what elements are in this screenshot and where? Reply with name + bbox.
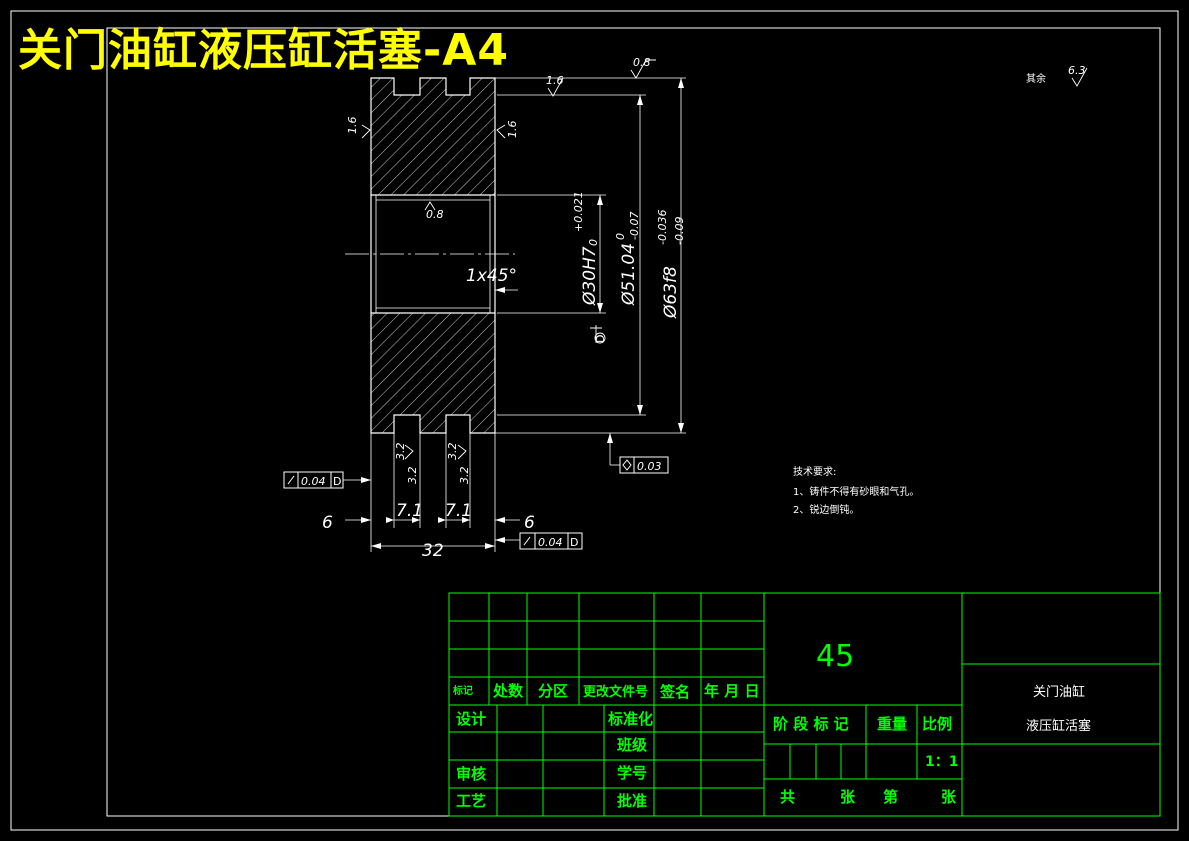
dim-outer-dia: Ø63f8 bbox=[661, 266, 681, 319]
tol-right: 0.04 bbox=[538, 536, 563, 549]
sheet-no-label: 第 bbox=[883, 788, 898, 806]
rev-header-mark: 标记 bbox=[452, 684, 473, 697]
material: 45 bbox=[816, 639, 854, 674]
dim-outer-upper: -0.036 bbox=[656, 210, 669, 245]
tech-heading: 技术要求: bbox=[793, 465, 836, 478]
roughness-groove-left-b: 3.2 bbox=[406, 467, 419, 485]
tol-right-datum: D bbox=[570, 536, 578, 549]
title-block-grid bbox=[448, 592, 1161, 817]
roughness-right-face: 1.6 bbox=[506, 121, 519, 139]
drawing-title: 关门油缸液压缸活塞-A4 bbox=[18, 25, 509, 76]
dim-groove2: 7.1 bbox=[445, 501, 472, 521]
title-block-text: 45 关门油缸 液压缸活塞 标记 处数 分区 更改文件号 签名 年 月 日 设计… bbox=[452, 639, 1091, 810]
class-label: 班级 bbox=[617, 736, 648, 754]
weight-label: 重量 bbox=[877, 715, 907, 733]
roughness-bore: 0.8 bbox=[426, 208, 444, 221]
arrowheads bbox=[361, 78, 684, 549]
review-label: 审核 bbox=[456, 765, 486, 783]
dim-width: 32 bbox=[422, 541, 444, 561]
roughness-groove-left-a: 3.2 bbox=[394, 443, 407, 461]
roughness-general-value: 6.3 bbox=[1068, 64, 1086, 77]
dim-groove-dia: Ø51.04 bbox=[619, 243, 639, 306]
scale-value: 1：1 bbox=[925, 754, 958, 770]
dim-groove-dia-upper: 0 bbox=[614, 233, 627, 240]
datum-label: D bbox=[594, 335, 607, 343]
tolerance-frames bbox=[283, 456, 669, 550]
design-label: 设计 bbox=[456, 710, 486, 728]
roughness-left-face: 1.6 bbox=[346, 117, 359, 135]
dim-bore: Ø30H7 bbox=[580, 246, 600, 306]
approve-label: 批准 bbox=[617, 792, 647, 810]
sheets-total-label: 共 bbox=[780, 788, 795, 806]
rev-header-date: 年 月 日 bbox=[704, 682, 759, 700]
dim-bore-lower: 0 bbox=[587, 239, 600, 246]
dim-groove1: 7.1 bbox=[396, 501, 423, 521]
roughness-top-face: 1.6 bbox=[546, 74, 564, 87]
dim-chamfer: 1x45° bbox=[466, 266, 517, 286]
student-id-label: 学号 bbox=[617, 764, 647, 782]
drawing-text: 0.8 其余 6.3 1.6 1.6 1.6 0.8 3.2 3.2 3.2 3… bbox=[301, 56, 1086, 561]
dimension-lines bbox=[343, 77, 686, 552]
part-name-1: 关门油缸 bbox=[1033, 684, 1085, 700]
outer-border bbox=[10, 10, 1179, 831]
roughness-top: 0.8 bbox=[633, 56, 651, 69]
tech-line-2: 2、锐边倒钝。 bbox=[793, 503, 859, 516]
roughness-groove-right-b: 3.2 bbox=[458, 467, 471, 485]
tol-left: 0.04 bbox=[301, 475, 326, 488]
piston-section bbox=[345, 77, 515, 434]
tech-line-1: 1、铸件不得有砂眼和气孔。 bbox=[793, 485, 919, 498]
rev-header-count: 处数 bbox=[492, 682, 524, 700]
dim-right-edge: 6 bbox=[524, 513, 535, 533]
sheets-unit-2: 张 bbox=[941, 788, 957, 806]
tol-cylindricity: 0.03 bbox=[637, 460, 662, 473]
part-name-2: 液压缸活塞 bbox=[1026, 718, 1091, 734]
dim-groove-dia-lower: -0.07 bbox=[628, 212, 641, 240]
tol-left-datum: D bbox=[333, 475, 341, 488]
standardize-label: 标准化 bbox=[607, 710, 653, 728]
rev-header-docno: 更改文件号 bbox=[583, 684, 648, 700]
sheets-unit-1: 张 bbox=[840, 788, 856, 806]
dim-outer-lower: -0.09 bbox=[673, 217, 686, 245]
rev-header-sign: 签名 bbox=[659, 683, 690, 701]
roughness-general-label: 其余 bbox=[1026, 72, 1046, 85]
scale-label: 比例 bbox=[922, 715, 952, 733]
roughness-symbols bbox=[361, 59, 1088, 460]
process-label: 工艺 bbox=[456, 792, 486, 810]
roughness-groove-right-a: 3.2 bbox=[446, 443, 459, 461]
rev-header-zone: 分区 bbox=[538, 682, 568, 700]
dim-left-edge: 6 bbox=[322, 513, 333, 533]
stage-label: 阶 段 标 记 bbox=[773, 715, 849, 733]
dim-bore-upper: +0.021 bbox=[572, 191, 585, 232]
